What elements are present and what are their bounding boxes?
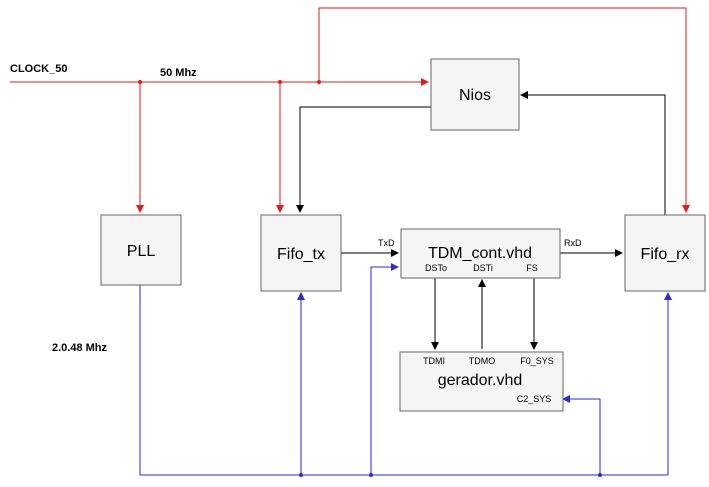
fifo-rx-label: Fifo_rx	[641, 246, 690, 263]
gerador-port-tdmi: TDMI	[423, 356, 445, 366]
tdm-cont-block[interactable]: TDM_cont.vhd DSTo DSTi FS	[400, 228, 561, 279]
pll-junction	[369, 473, 373, 477]
nios-to-fifo-tx-wire	[296, 106, 431, 213]
gerador-port-c2sys: C2_SYS	[517, 394, 552, 404]
pll-junction	[598, 473, 602, 477]
freq-pll-label: 2.0.48 Mhz	[52, 342, 108, 354]
clock-wires	[10, 7, 690, 213]
pll-block[interactable]: PLL	[100, 214, 182, 286]
fifo-tx-block[interactable]: Fifo_tx	[260, 214, 342, 292]
gerador-port-tdmo: TDMO	[469, 356, 496, 366]
pll-to-c2sys-wire	[562, 395, 601, 475]
tdm-port-fs: FS	[526, 263, 538, 273]
pll-bus-wire	[139, 284, 668, 476]
nios-label: Nios	[459, 87, 491, 104]
rxd-label: RxD	[564, 238, 582, 248]
pll-junction	[299, 473, 303, 477]
pll-to-tdm-wire	[370, 263, 399, 475]
fifo-rx-block[interactable]: Fifo_rx	[624, 214, 706, 292]
clock-to-fifo-rx-wire	[318, 7, 690, 213]
clock-junction	[278, 80, 282, 84]
tdm-cont-title: TDM_cont.vhd	[428, 245, 532, 262]
freq-50-label: 50 Mhz	[160, 67, 197, 79]
data-wires	[296, 91, 666, 350]
tdm-port-dsti: DSTi	[473, 263, 493, 273]
clock-junction	[317, 80, 321, 84]
gerador-block[interactable]: TDMI TDMO F0_SYS gerador.vhd C2_SYS	[399, 351, 564, 412]
clock-label: CLOCK_50	[10, 63, 67, 75]
gerador-port-f0sys: F0_SYS	[520, 356, 554, 366]
nios-block[interactable]: Nios	[430, 58, 520, 131]
clock-junction	[138, 80, 142, 84]
pll-wires	[139, 263, 672, 477]
fifo-tx-label: Fifo_tx	[277, 246, 325, 263]
tdm-port-dsto: DSTo	[425, 263, 447, 273]
pll-label: PLL	[127, 243, 156, 260]
fifo-rx-to-nios-wire	[520, 91, 666, 215]
txd-label: TxD	[378, 238, 395, 248]
gerador-title: gerador.vhd	[438, 372, 523, 389]
